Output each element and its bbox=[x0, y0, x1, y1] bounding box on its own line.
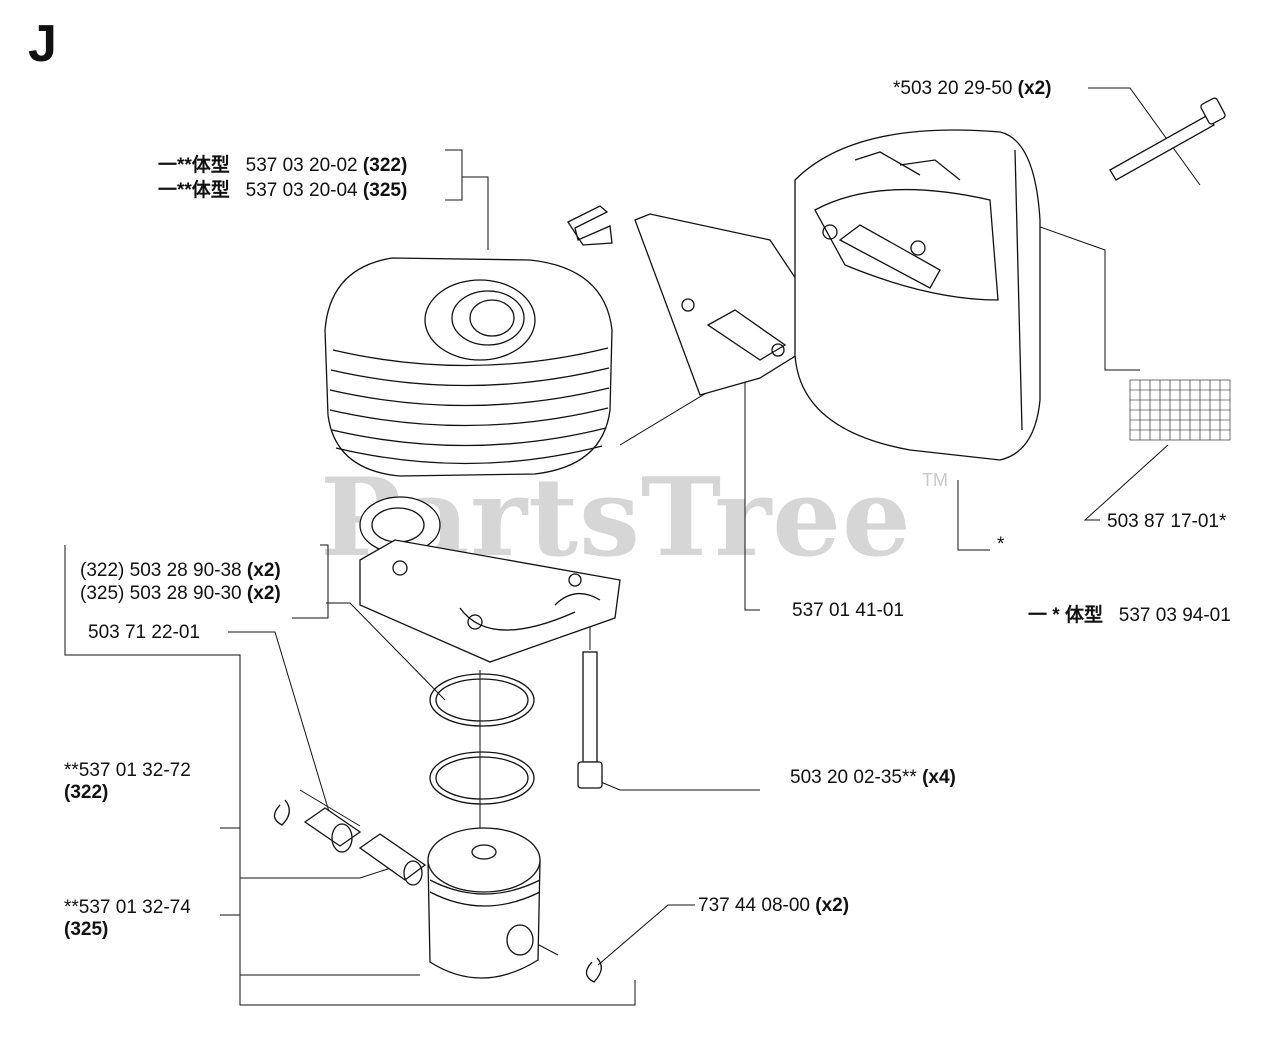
label-asterisk: * bbox=[997, 534, 1005, 555]
piston-part bbox=[427, 827, 541, 979]
part-qty: (325) bbox=[362, 180, 408, 201]
label-cylinder-322: 一**体型 537 03 20-02 (322) bbox=[158, 155, 407, 177]
label-circlip: 737 44 08-00 (x2) bbox=[698, 895, 849, 917]
part-number: **537 01 32-74 bbox=[64, 897, 191, 918]
label-ring-325: (325) 503 28 90-30 (x2) bbox=[80, 583, 281, 605]
piston-pin-part bbox=[358, 833, 427, 886]
label-gasket: 537 01 41-01 bbox=[792, 600, 904, 621]
part-number: 537 03 94-01 bbox=[1118, 605, 1231, 626]
muffler-bolt-part bbox=[1109, 97, 1226, 181]
circlip-parts bbox=[273, 799, 602, 983]
cylinder-part bbox=[324, 257, 621, 663]
part-number: 503 28 90-30 bbox=[129, 583, 242, 604]
part-qty: (322) bbox=[64, 782, 109, 803]
part-qty: (x2) bbox=[246, 560, 281, 581]
part-qty: (x2) bbox=[246, 583, 281, 604]
model-tag: (322) bbox=[80, 560, 125, 581]
part-qty: (x2) bbox=[815, 895, 850, 916]
label-prefix: 一**体型 bbox=[158, 180, 230, 201]
label-muffler-kit: 一 * 体型 537 03 94-01 bbox=[1028, 605, 1231, 627]
label-piston-325: **537 01 32-74 (325) bbox=[64, 897, 191, 941]
label-piston-322: **537 01 32-72 (322) bbox=[64, 760, 191, 804]
model-tag: (325) bbox=[80, 583, 125, 604]
watermark-trademark: TM bbox=[922, 470, 948, 490]
part-qty: (322) bbox=[362, 155, 408, 176]
screen-mesh-part bbox=[1129, 379, 1231, 441]
part-number: **537 01 32-72 bbox=[64, 760, 191, 781]
label-muffler-bolt: *503 20 29-50 (x2) bbox=[893, 78, 1051, 100]
part-number: *503 20 29-50 bbox=[893, 78, 1013, 99]
cylinder-screw-part bbox=[577, 651, 603, 789]
label-bearing: 503 71 22-01 bbox=[88, 622, 200, 643]
part-number: 737 44 08-00 bbox=[698, 895, 810, 916]
label-screen: 503 87 17-01* bbox=[1107, 511, 1227, 532]
section-letter: J bbox=[28, 15, 57, 73]
leader-lines bbox=[64, 87, 1201, 1006]
piston-rings-part bbox=[429, 673, 535, 805]
part-number: 503 20 02-35** bbox=[790, 767, 917, 788]
needle-bearing-part bbox=[303, 807, 362, 853]
label-cylinder-screw: 503 20 02-35** (x4) bbox=[790, 767, 956, 789]
part-qty: (x4) bbox=[922, 767, 956, 788]
part-qty: (x2) bbox=[1017, 78, 1052, 99]
part-number: 537 03 20-04 bbox=[245, 180, 358, 201]
part-number: 537 03 20-02 bbox=[245, 155, 358, 176]
label-prefix: 一**体型 bbox=[158, 155, 230, 176]
label-ring-322: (322) 503 28 90-38 (x2) bbox=[80, 560, 281, 582]
part-number: 503 28 90-38 bbox=[129, 560, 242, 581]
muffler-part bbox=[794, 129, 1041, 461]
part-qty: (325) bbox=[64, 919, 109, 940]
gasket-plate-part bbox=[567, 205, 806, 396]
label-prefix: 一 * 体型 bbox=[1028, 605, 1103, 626]
label-cylinder-325: 一**体型 537 03 20-04 (325) bbox=[158, 180, 407, 202]
